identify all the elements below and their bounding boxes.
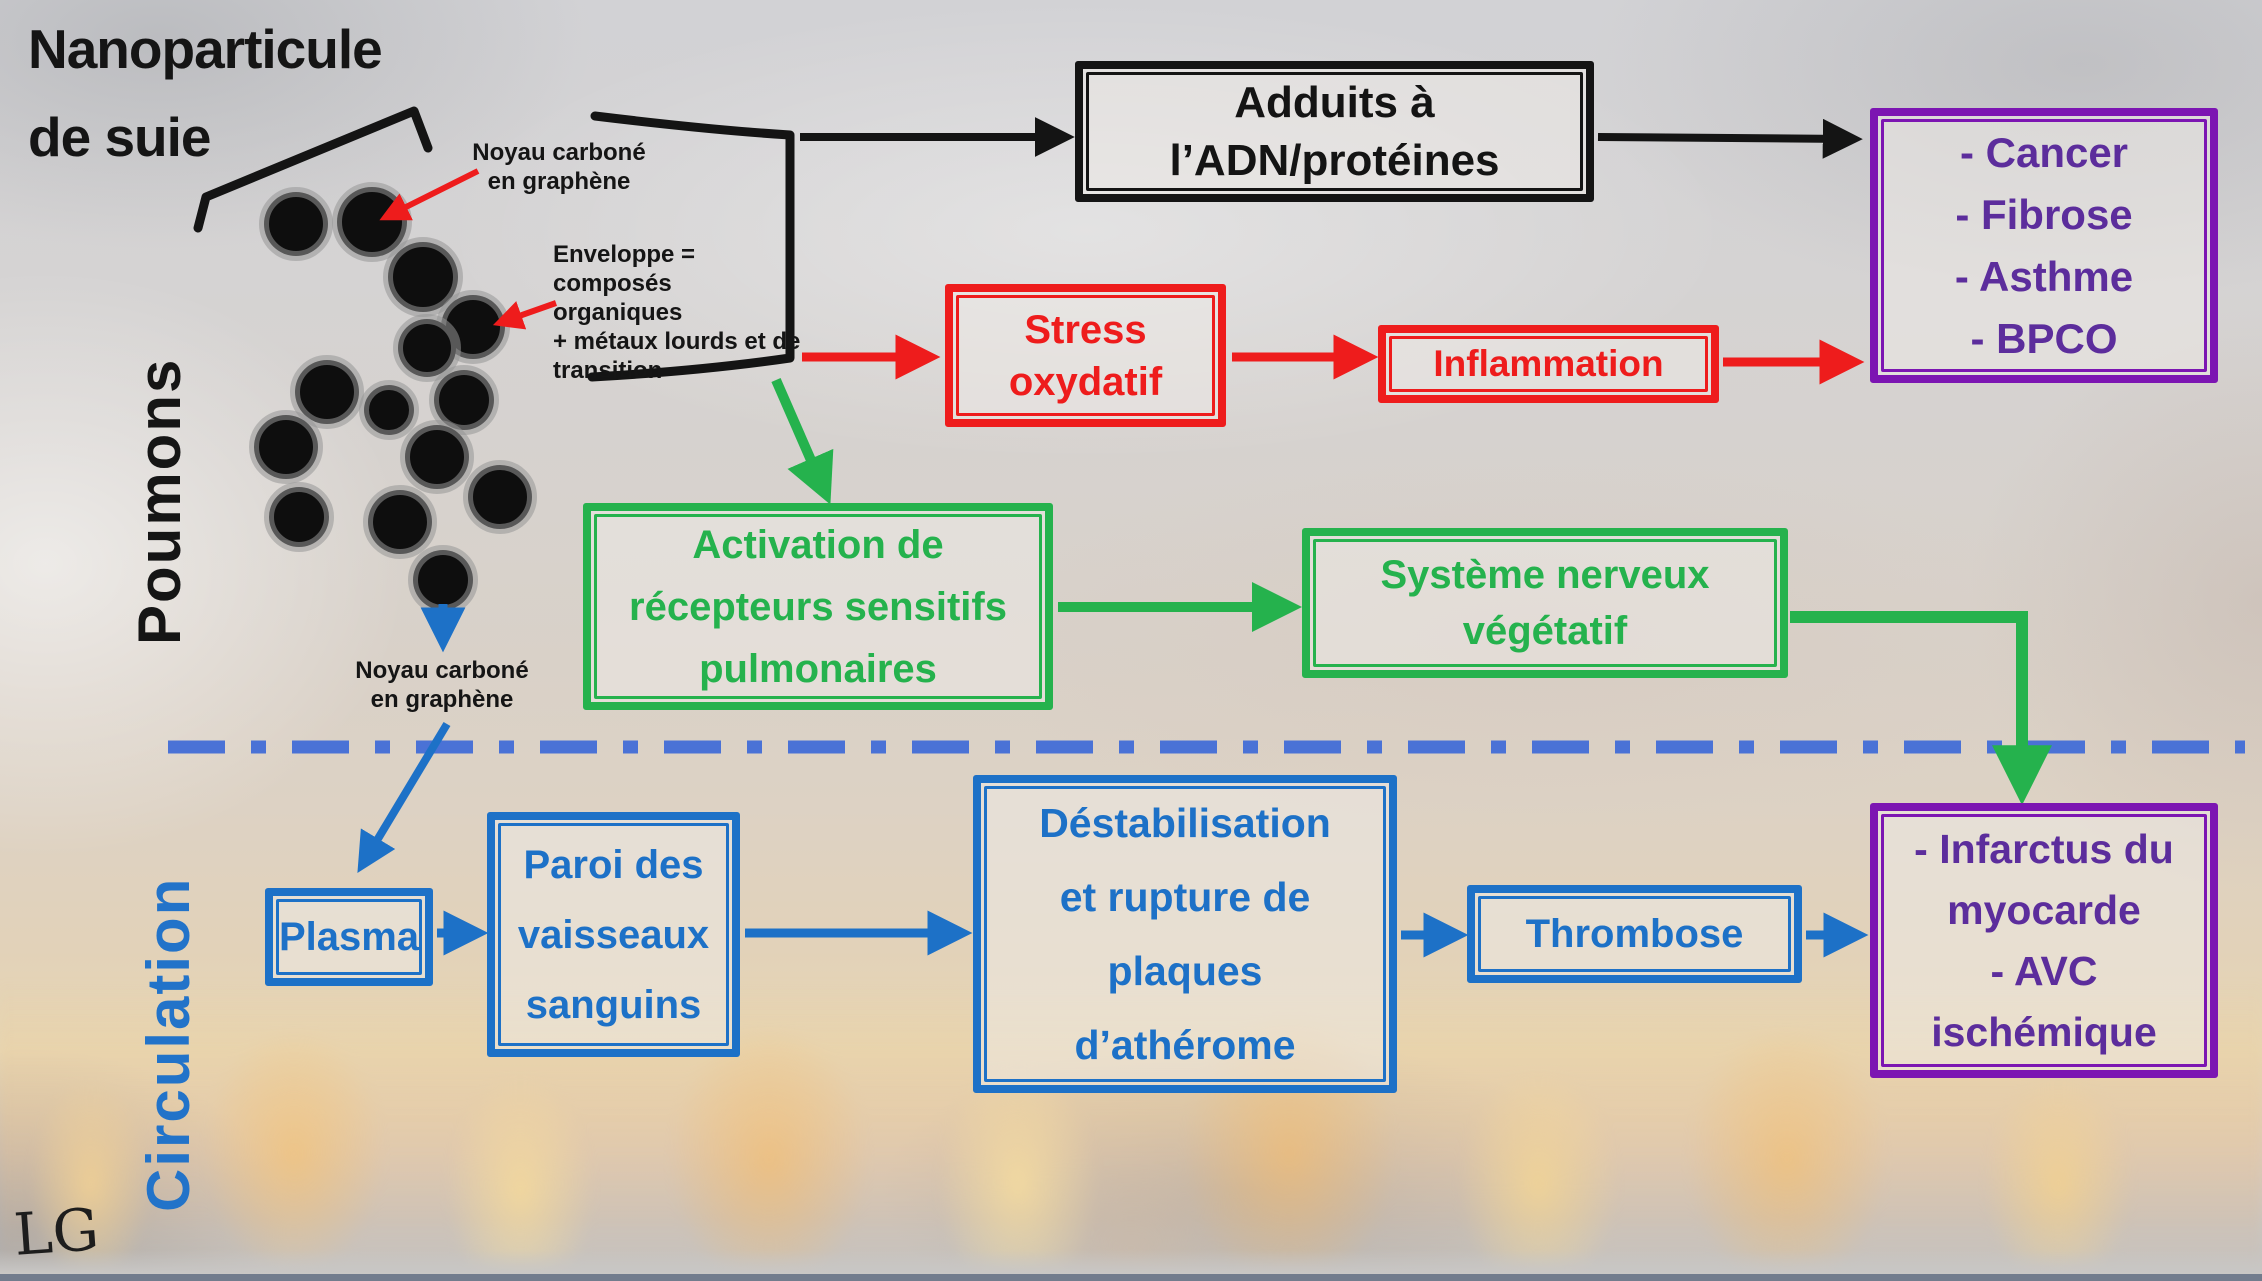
lung-outcome-cancer: - Cancer	[1959, 128, 2129, 176]
plaque-line3: plaques	[1107, 948, 1263, 994]
inflammation-label: Inflammation	[1433, 343, 1664, 384]
core-label-bottom-line2: en graphène	[370, 686, 514, 713]
stress-line1: Stress	[1024, 307, 1147, 352]
plasma-box: Plasma	[265, 888, 433, 986]
circ-outcome-infarctus: - Infarctus du	[1914, 825, 2174, 872]
shell-label-line1: Enveloppe =	[553, 241, 696, 268]
vessel-wall-line2: vaisseaux	[517, 912, 710, 957]
activation-line2: récepteurs sensitifs	[629, 584, 1007, 629]
core-label-arrow-icon	[379, 168, 480, 221]
circ-outcome-avc: - AVC	[1990, 947, 2098, 994]
adducts-line2: l’ADN/protéines	[1169, 135, 1500, 185]
title-line-2: de suie	[28, 106, 212, 168]
section-label-lungs: Poumons	[126, 357, 193, 645]
activation-line1: Activation de	[692, 522, 944, 567]
collector-bracket	[587, 111, 795, 382]
lung-outcome-asthme: - Asthme	[1954, 252, 2134, 300]
lung-outcome-bpco: - BPCO	[1970, 314, 2118, 362]
plaque-rupture-box: Déstabilisation et rupture de plaques d’…	[973, 775, 1397, 1093]
core-label-top-line2: en graphène	[487, 168, 631, 195]
vessel-wall-line1: Paroi des	[523, 842, 704, 887]
core-label-top-line1: Noyau carboné	[472, 139, 646, 166]
cluster-bracket	[193, 106, 433, 233]
soot-particle-cluster	[249, 182, 537, 615]
adducts-box: Adduits à l’ADN/protéines	[1075, 61, 1594, 202]
section-label-circulation: Circulation	[135, 876, 202, 1212]
thrombosis-label: Thrombose	[1525, 911, 1744, 956]
circ-outcome-ischemique: ischémique	[1931, 1008, 2157, 1055]
circulatory-outcomes-box: - Infarctus du myocarde - AVC ischémique	[1870, 803, 2218, 1078]
shell-label-arrow-icon	[492, 300, 557, 330]
plaque-line2: et rupture de	[1059, 874, 1311, 920]
shell-label-line3: + métaux lourds et de	[553, 328, 801, 355]
autonomic-nervous-system-box: Système nerveux végétatif	[1302, 528, 1788, 678]
receptor-activation-box: Activation de récepteurs sensitifs pulmo…	[583, 503, 1053, 710]
lung-outcomes-box: - Cancer - Fibrose - Asthme - BPCO	[1870, 108, 2218, 383]
author-signature: LG	[11, 1195, 102, 1269]
circ-outcome-myocarde: myocarde	[1947, 886, 2141, 933]
plaque-line4: d’athérome	[1074, 1022, 1296, 1068]
autonomic-line2: végétatif	[1462, 609, 1628, 653]
adducts-line1: Adduits à	[1234, 77, 1435, 127]
core-label-top: Noyau carboné en graphène	[470, 138, 648, 196]
lung-outcome-fibrose: - Fibrose	[1955, 190, 2133, 238]
stress-line2: oxydatif	[1008, 359, 1163, 404]
autonomic-line1: Système nerveux	[1380, 553, 1710, 597]
core-label-bottom: Noyau carboné en graphène	[338, 656, 546, 714]
activation-line3: pulmonaires	[699, 646, 937, 691]
thrombosis-box: Thrombose	[1467, 885, 1802, 983]
page-title: Nanoparticule de suie	[28, 18, 383, 168]
plaque-line1: Déstabilisation	[1039, 800, 1331, 846]
arrow-autonomic-to-circulatory-outcomes	[1790, 611, 2052, 806]
vessel-wall-line3: sanguins	[525, 982, 702, 1027]
core-label-bottom-line1: Noyau carboné	[355, 657, 529, 684]
inflammation-box: Inflammation	[1378, 325, 1719, 403]
arrow-label-to-plasma	[357, 721, 451, 873]
plasma-label: Plasma	[278, 914, 420, 959]
arrow-adducts-to-lung-outcomes	[1597, 118, 1863, 159]
oxidative-stress-box: Stress oxydatif	[945, 284, 1226, 427]
arrow-bracket-to-receptor-activation	[771, 378, 834, 505]
shell-label-line2: composés organiques	[553, 270, 683, 326]
shell-label: Enveloppe = composés organiques + métaux…	[553, 240, 803, 385]
shell-label-line4: transition	[553, 357, 663, 384]
vessel-wall-box: Paroi des vaisseaux sanguins	[487, 812, 740, 1057]
title-line-1: Nanoparticule	[28, 18, 383, 80]
